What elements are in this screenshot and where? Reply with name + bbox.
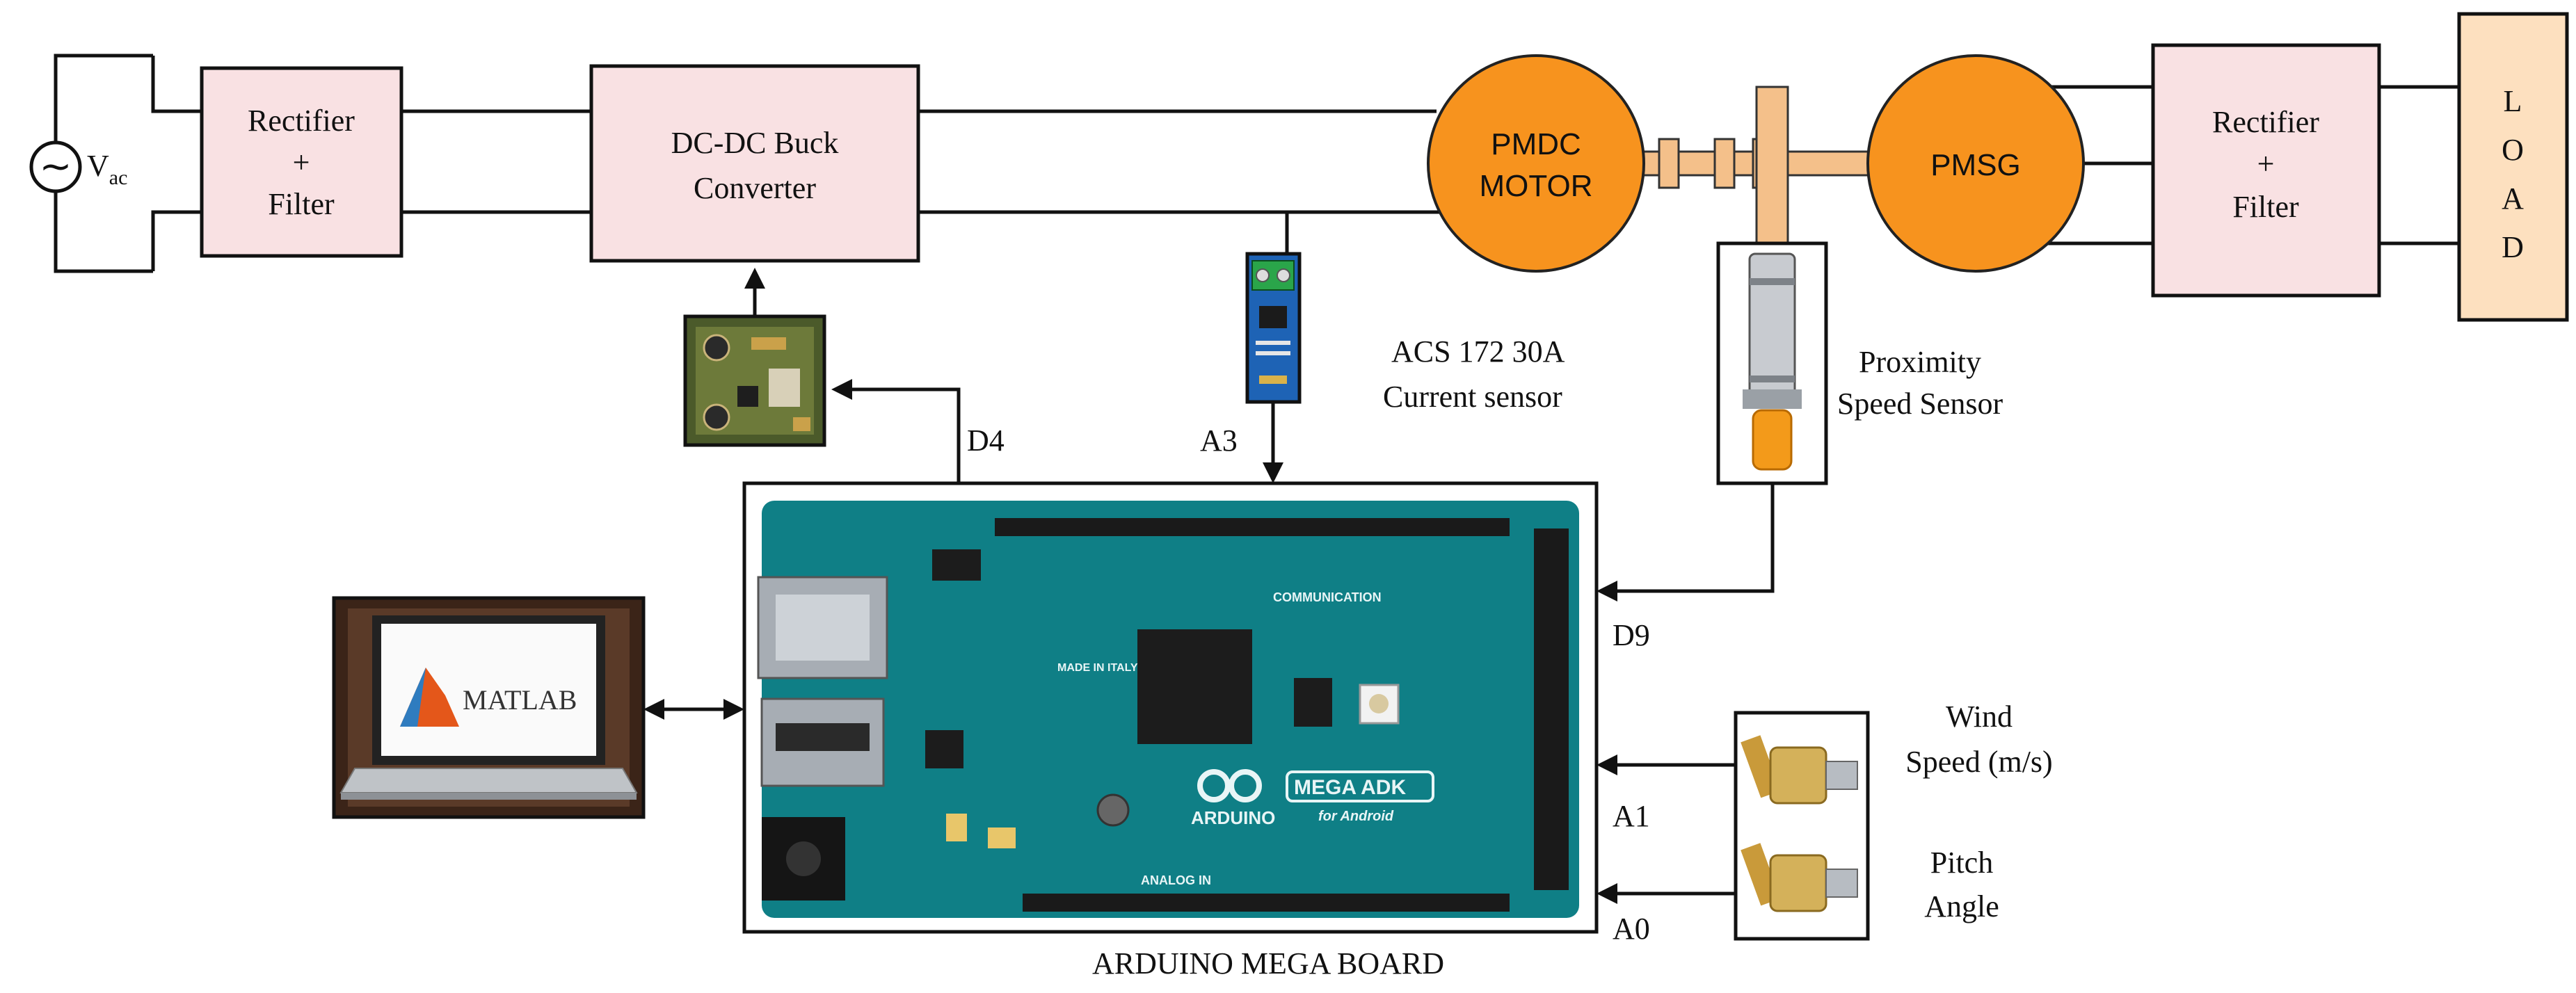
- wire-d9: [1607, 483, 1775, 593]
- rectifier-left-line1: Rectifier: [248, 104, 355, 138]
- rectifier-left-line3: Filter: [268, 187, 335, 221]
- current-sensor-line2: Current sensor: [1383, 380, 1562, 414]
- pitch-line1: Pitch: [1930, 846, 1993, 880]
- load-letter-l: L: [2504, 84, 2522, 118]
- wind-potentiometer-icon: [1741, 735, 1858, 805]
- matlab-logo-text: MATLAB: [463, 684, 577, 716]
- ac-source-icon: [29, 140, 82, 193]
- microcontroller-chip: [1137, 629, 1252, 744]
- proximity-line2: Speed Sensor: [1837, 387, 2003, 421]
- wire-source-top: [54, 54, 153, 143]
- proximity-line1: Proximity: [1859, 345, 1981, 379]
- shaft-coupling: [1633, 86, 1873, 252]
- bottom-header: [1023, 894, 1510, 912]
- pin-label-d4: D4: [967, 423, 1005, 458]
- gate-driver-board: [683, 314, 826, 447]
- laptop-keyboard-base: [339, 768, 638, 793]
- arduino-logo-icon: [1197, 769, 1262, 802]
- buck-converter-line2: Converter: [694, 171, 816, 205]
- load-letter-d: D: [2502, 230, 2524, 264]
- arduino-mega-board: ARDUINO MEGA ADK for Android COMMUNICATI…: [742, 481, 1599, 934]
- sine-symbol: ~: [40, 144, 72, 189]
- arrow-d9: [1597, 581, 1617, 602]
- shaft-collar-left: [1658, 138, 1680, 189]
- motor-line2: MOTOR: [1480, 169, 1593, 203]
- board-brand-text: ARDUINO: [1191, 807, 1275, 828]
- wire-sensor-motor: [1285, 210, 1461, 254]
- source-label: Vac: [87, 149, 127, 189]
- load-letter-a: A: [2502, 181, 2524, 216]
- pmsg-generator: PMSG: [1866, 54, 2085, 273]
- rectifier-left-block: Rectifier + Filter: [200, 66, 403, 258]
- generator-label: PMSG: [1930, 148, 2021, 182]
- pin-label-a3: A3: [1200, 423, 1238, 458]
- shaft-collar-mid: [1713, 138, 1736, 189]
- right-header: [1534, 528, 1569, 890]
- rectifier-right-line1: Rectifier: [2212, 105, 2319, 139]
- board-silk-made: MADE IN ITALY: [1057, 662, 1138, 674]
- wire-source-bottom: [54, 191, 153, 273]
- reset-button: [1096, 793, 1130, 827]
- wire-source-to-rectifier-top: [151, 56, 202, 113]
- arrow-a0: [1597, 883, 1617, 904]
- wire-d4: [842, 387, 961, 483]
- potentiometers: [1734, 711, 1870, 941]
- board-silk-communication: COMMUNICATION: [1273, 590, 1382, 604]
- arrow-to-board: [723, 699, 744, 720]
- wiring: [54, 54, 2459, 904]
- laptop: MATLAB: [332, 596, 646, 819]
- current-sensor-module: [1245, 252, 1302, 404]
- sensor-disc: [1755, 86, 1789, 252]
- wire-source-to-rectifier-bottom: [151, 210, 202, 271]
- pmdc-motor: PMDC MOTOR: [1427, 54, 1645, 273]
- board-silk-analog: ANALOG IN: [1141, 873, 1211, 887]
- wind-line1: Wind: [1946, 700, 2013, 734]
- pin-label-a0: A0: [1613, 912, 1650, 946]
- current-sensor-line1: ACS 172 30A: [1391, 334, 1565, 369]
- proximity-sensor: [1716, 241, 1828, 485]
- arrow-a3: [1263, 462, 1283, 483]
- buck-converter-block: DC-DC Buck Converter: [589, 64, 920, 263]
- load-letter-o: O: [2502, 133, 2524, 167]
- motor-line1: PMDC: [1491, 127, 1581, 161]
- arrow-a1: [1597, 754, 1617, 775]
- arrow-to-laptop: [643, 699, 664, 720]
- arrow-to-driver: [831, 379, 852, 400]
- rectifier-right-line3: Filter: [2232, 190, 2299, 224]
- wind-line2: Speed (m/s): [1905, 745, 2052, 779]
- rectifier-right-block: Rectifier + Filter: [2151, 43, 2381, 298]
- pin-label-a1: A1: [1613, 799, 1650, 833]
- pin-label-d9: D9: [1613, 618, 1650, 652]
- board-caption: ARDUINO MEGA BOARD: [1092, 946, 1444, 980]
- pitch-line2: Angle: [1924, 889, 1999, 923]
- buck-converter-line1: DC-DC Buck: [671, 126, 839, 160]
- rectifier-left-line2: +: [293, 145, 310, 179]
- wire-buck-sensor: [918, 210, 1289, 254]
- load-block: L O A D: [2457, 12, 2569, 322]
- board-model-sub-text: for Android: [1318, 809, 1394, 824]
- rectifier-right-line2: +: [2257, 147, 2275, 181]
- arrow-to-buck: [744, 268, 765, 289]
- top-header: [995, 518, 1510, 536]
- ac-source: ~ Vac: [29, 140, 127, 193]
- pitch-potentiometer-icon: [1741, 843, 1858, 912]
- board-model-text: MEGA ADK: [1294, 776, 1406, 799]
